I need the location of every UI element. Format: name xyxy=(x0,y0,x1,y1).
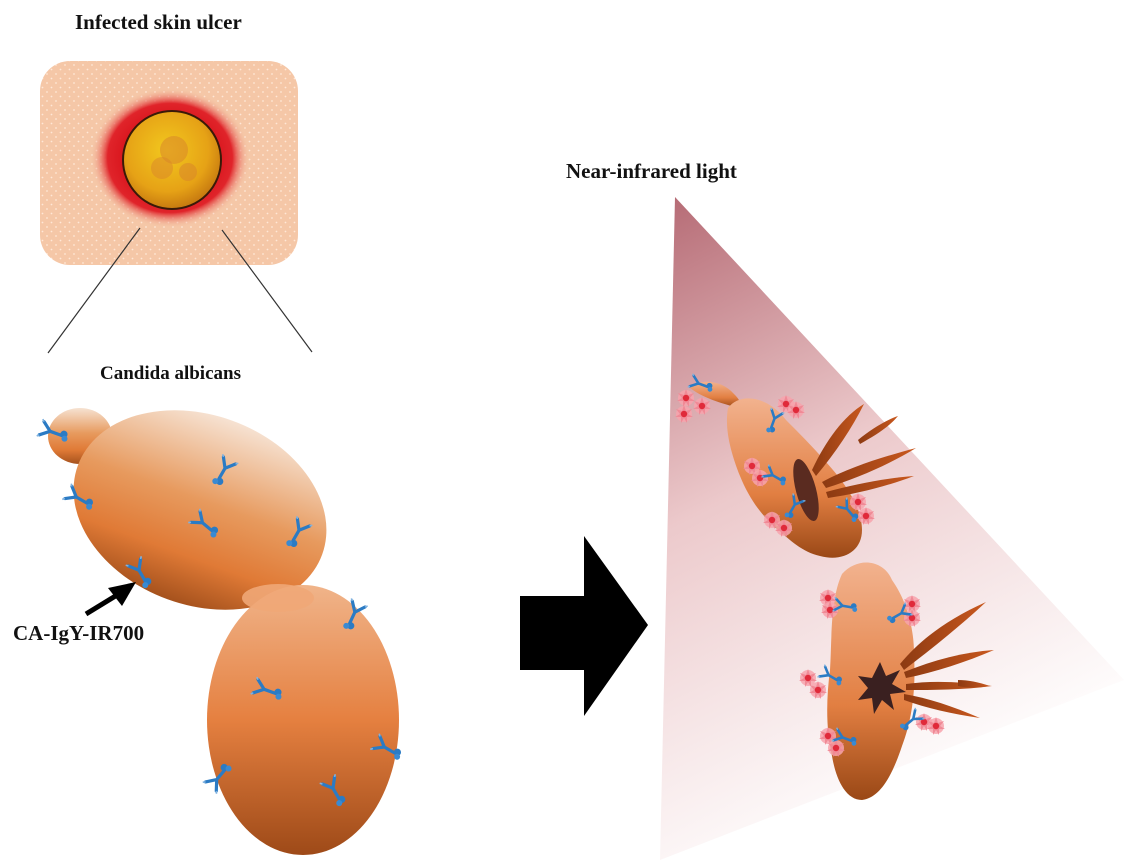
transition-arrow xyxy=(520,536,648,716)
skin-ulcer-panel xyxy=(40,61,298,265)
conjugate-label: CA-IgY-IR700 xyxy=(13,621,144,646)
candida-cells xyxy=(45,376,399,855)
daughter-cell xyxy=(207,585,399,855)
light-label: Near-infrared light xyxy=(566,159,737,184)
conjugate-pointer xyxy=(86,582,136,614)
organism-label: Candida albicans xyxy=(100,363,241,385)
ulcer-title: Infected skin ulcer xyxy=(75,10,242,35)
